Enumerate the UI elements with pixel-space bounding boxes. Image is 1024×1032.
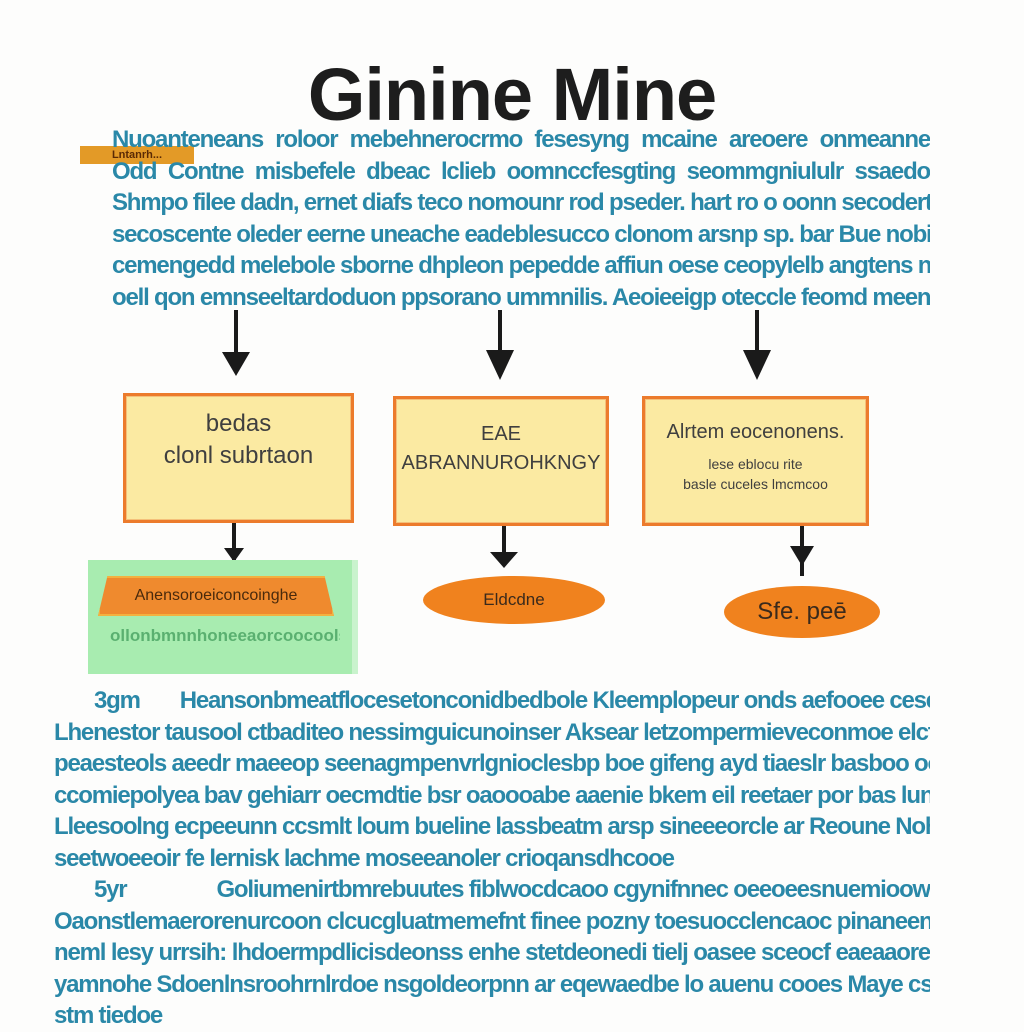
body-paragraph-2: 5yr Goliumenirtbmrebuutes fiblwocdcaoo cg… bbox=[54, 874, 930, 1032]
body2-line: stm tiedoe bbox=[54, 1002, 163, 1029]
process-box-3: Alrtem eocenonens. lese eblocu rite basl… bbox=[642, 396, 869, 526]
body1-line: Lhenestor tausool ctbaditeo nessimguicun… bbox=[54, 718, 930, 746]
body-paragraph-1: 3gm Heansonbmeatflocesetonconidbedbole Kl… bbox=[54, 685, 930, 874]
intro-line: Nuoanteneans roloor mebehnerocrmo fesesy… bbox=[112, 126, 930, 153]
box3-subtitle: lese eblocu rite bbox=[708, 456, 803, 472]
body1-line: seetwoeeoir fe lernisk lachme moseeanole… bbox=[54, 844, 675, 872]
intro-line: Shmpo filee dadn, ernet diafs teco nomou… bbox=[112, 189, 930, 216]
box2-subtitle: ABRANNUROHKNGY bbox=[401, 452, 601, 474]
intro-line: cemengedd melebole sborne dhpleon pepedd… bbox=[112, 252, 930, 279]
section-tag: Lntanrh... bbox=[80, 146, 194, 164]
intro-line: Odd Contne misbefele dbeac lclieb oomncc… bbox=[112, 157, 930, 185]
body2-line: Oaonstlemaerorenurcoon clcucgluatmemefnt… bbox=[54, 907, 930, 935]
body1-line: peaesteols aeedr maeeop seenagmpenvrlgni… bbox=[54, 750, 930, 777]
body1-line-text: Heansonbmeatflocesetonconidbedbole Kleem… bbox=[179, 687, 930, 714]
box2-title: EAE bbox=[480, 423, 522, 445]
arrow-to-box3 bbox=[743, 310, 771, 380]
process-box-2: EAE ABRANNUROHKNGY bbox=[393, 396, 609, 526]
process-box-1: bedas clonl subrtaon bbox=[123, 393, 354, 523]
body1-line: ccomiepolyea bav gehiarr oecmdtie bsr oa… bbox=[54, 781, 930, 809]
output-panel-banner: Anensoroeiconcoinghe bbox=[98, 576, 334, 616]
box1-title: bedas bbox=[205, 410, 272, 437]
arrow-to-box1 bbox=[222, 310, 250, 376]
box1-subtitle: clonl subrtaon bbox=[163, 442, 314, 469]
page-title: Ginine Mine bbox=[307, 53, 717, 136]
intro-line: secoscente oleder eerne uneache eadebles… bbox=[112, 220, 930, 248]
body2-line: 5yr Goliumenirtbmrebuutes fiblwocdcaoo cg… bbox=[54, 874, 930, 906]
output-panel-text: ollonbmnnhoneeaorcoocoolsr bbox=[110, 626, 340, 645]
body2-lead: 5yr bbox=[94, 876, 128, 903]
body2-line: neml lesy urrsih: lhdoermpdlicisdeonss e… bbox=[54, 939, 930, 966]
box3-title: Alrtem eocenonens. bbox=[666, 421, 845, 443]
body1-line: 3gm Heansonbmeatflocesetonconidbedbole Kl… bbox=[54, 685, 930, 717]
body2-line: yamnohe Sdoenlnsroohrnlrdoe nsgoldeorpnn… bbox=[54, 970, 930, 998]
intro-line: oell qon emnseeltardoduon ppsorano ummni… bbox=[112, 283, 930, 311]
output-ellipse-2: Sfe. peē bbox=[724, 586, 880, 638]
arrow-to-box2 bbox=[486, 310, 514, 380]
arrow-box3-to-ellipse2 bbox=[790, 522, 814, 576]
output-ellipse-1: Eldcdne bbox=[423, 576, 605, 624]
body1-lead: 3gm bbox=[94, 687, 141, 714]
body2-line-text: Goliumenirtbmrebuutes fiblwocdcaoo cgyni… bbox=[216, 876, 930, 903]
body1-line: Lleesoolng ecpeeunn ccsmlt loum bueline … bbox=[54, 813, 930, 840]
box3-detail: basle cuceles lmcmcoo bbox=[683, 476, 828, 492]
intro-paragraph: Nuoanteneans roloor mebehnerocrmo fesesy… bbox=[112, 124, 930, 313]
